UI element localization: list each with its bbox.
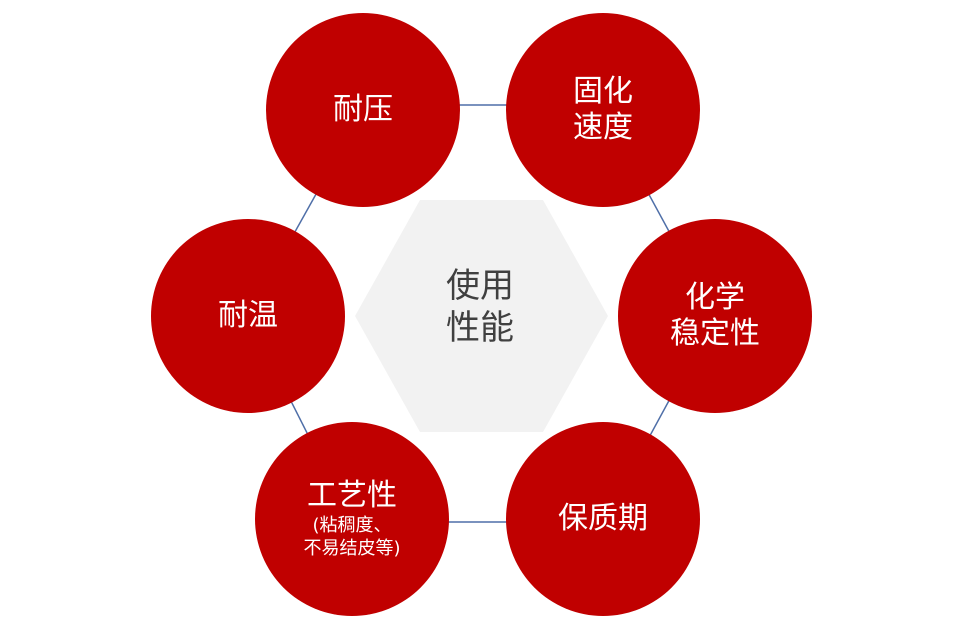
node-chemical: 化学 稳定性 (618, 219, 812, 413)
node-process-sub2: 不易结皮等) (303, 538, 401, 559)
center-label-line2: 性能 (446, 308, 514, 348)
node-temperature: 耐温 (151, 219, 345, 413)
node-shelf: 保质期 (506, 422, 700, 616)
node-curing: 固化 速度 (506, 13, 700, 207)
node-pressure: 耐压 (266, 13, 460, 207)
node-chemical-label-line1: 化学 (685, 280, 745, 315)
node-process-sub1: (粘稠度、 (312, 515, 392, 536)
node-chemical-label-line2: 稳定性 (670, 316, 760, 351)
center-label: 使用 性能 (410, 265, 550, 349)
center-hexagon (355, 200, 608, 432)
node-temperature-label: 耐温 (218, 298, 278, 333)
node-process-label: 工艺性 (307, 478, 397, 513)
node-curing-label-line1: 固化 (573, 74, 633, 109)
node-curing-label-line2: 速度 (573, 110, 633, 145)
node-pressure-label: 耐压 (333, 92, 393, 127)
node-shelf-label: 保质期 (558, 501, 648, 536)
center-label-line1: 使用 (446, 266, 514, 306)
node-process: 工艺性 (粘稠度、 不易结皮等) (255, 422, 449, 616)
